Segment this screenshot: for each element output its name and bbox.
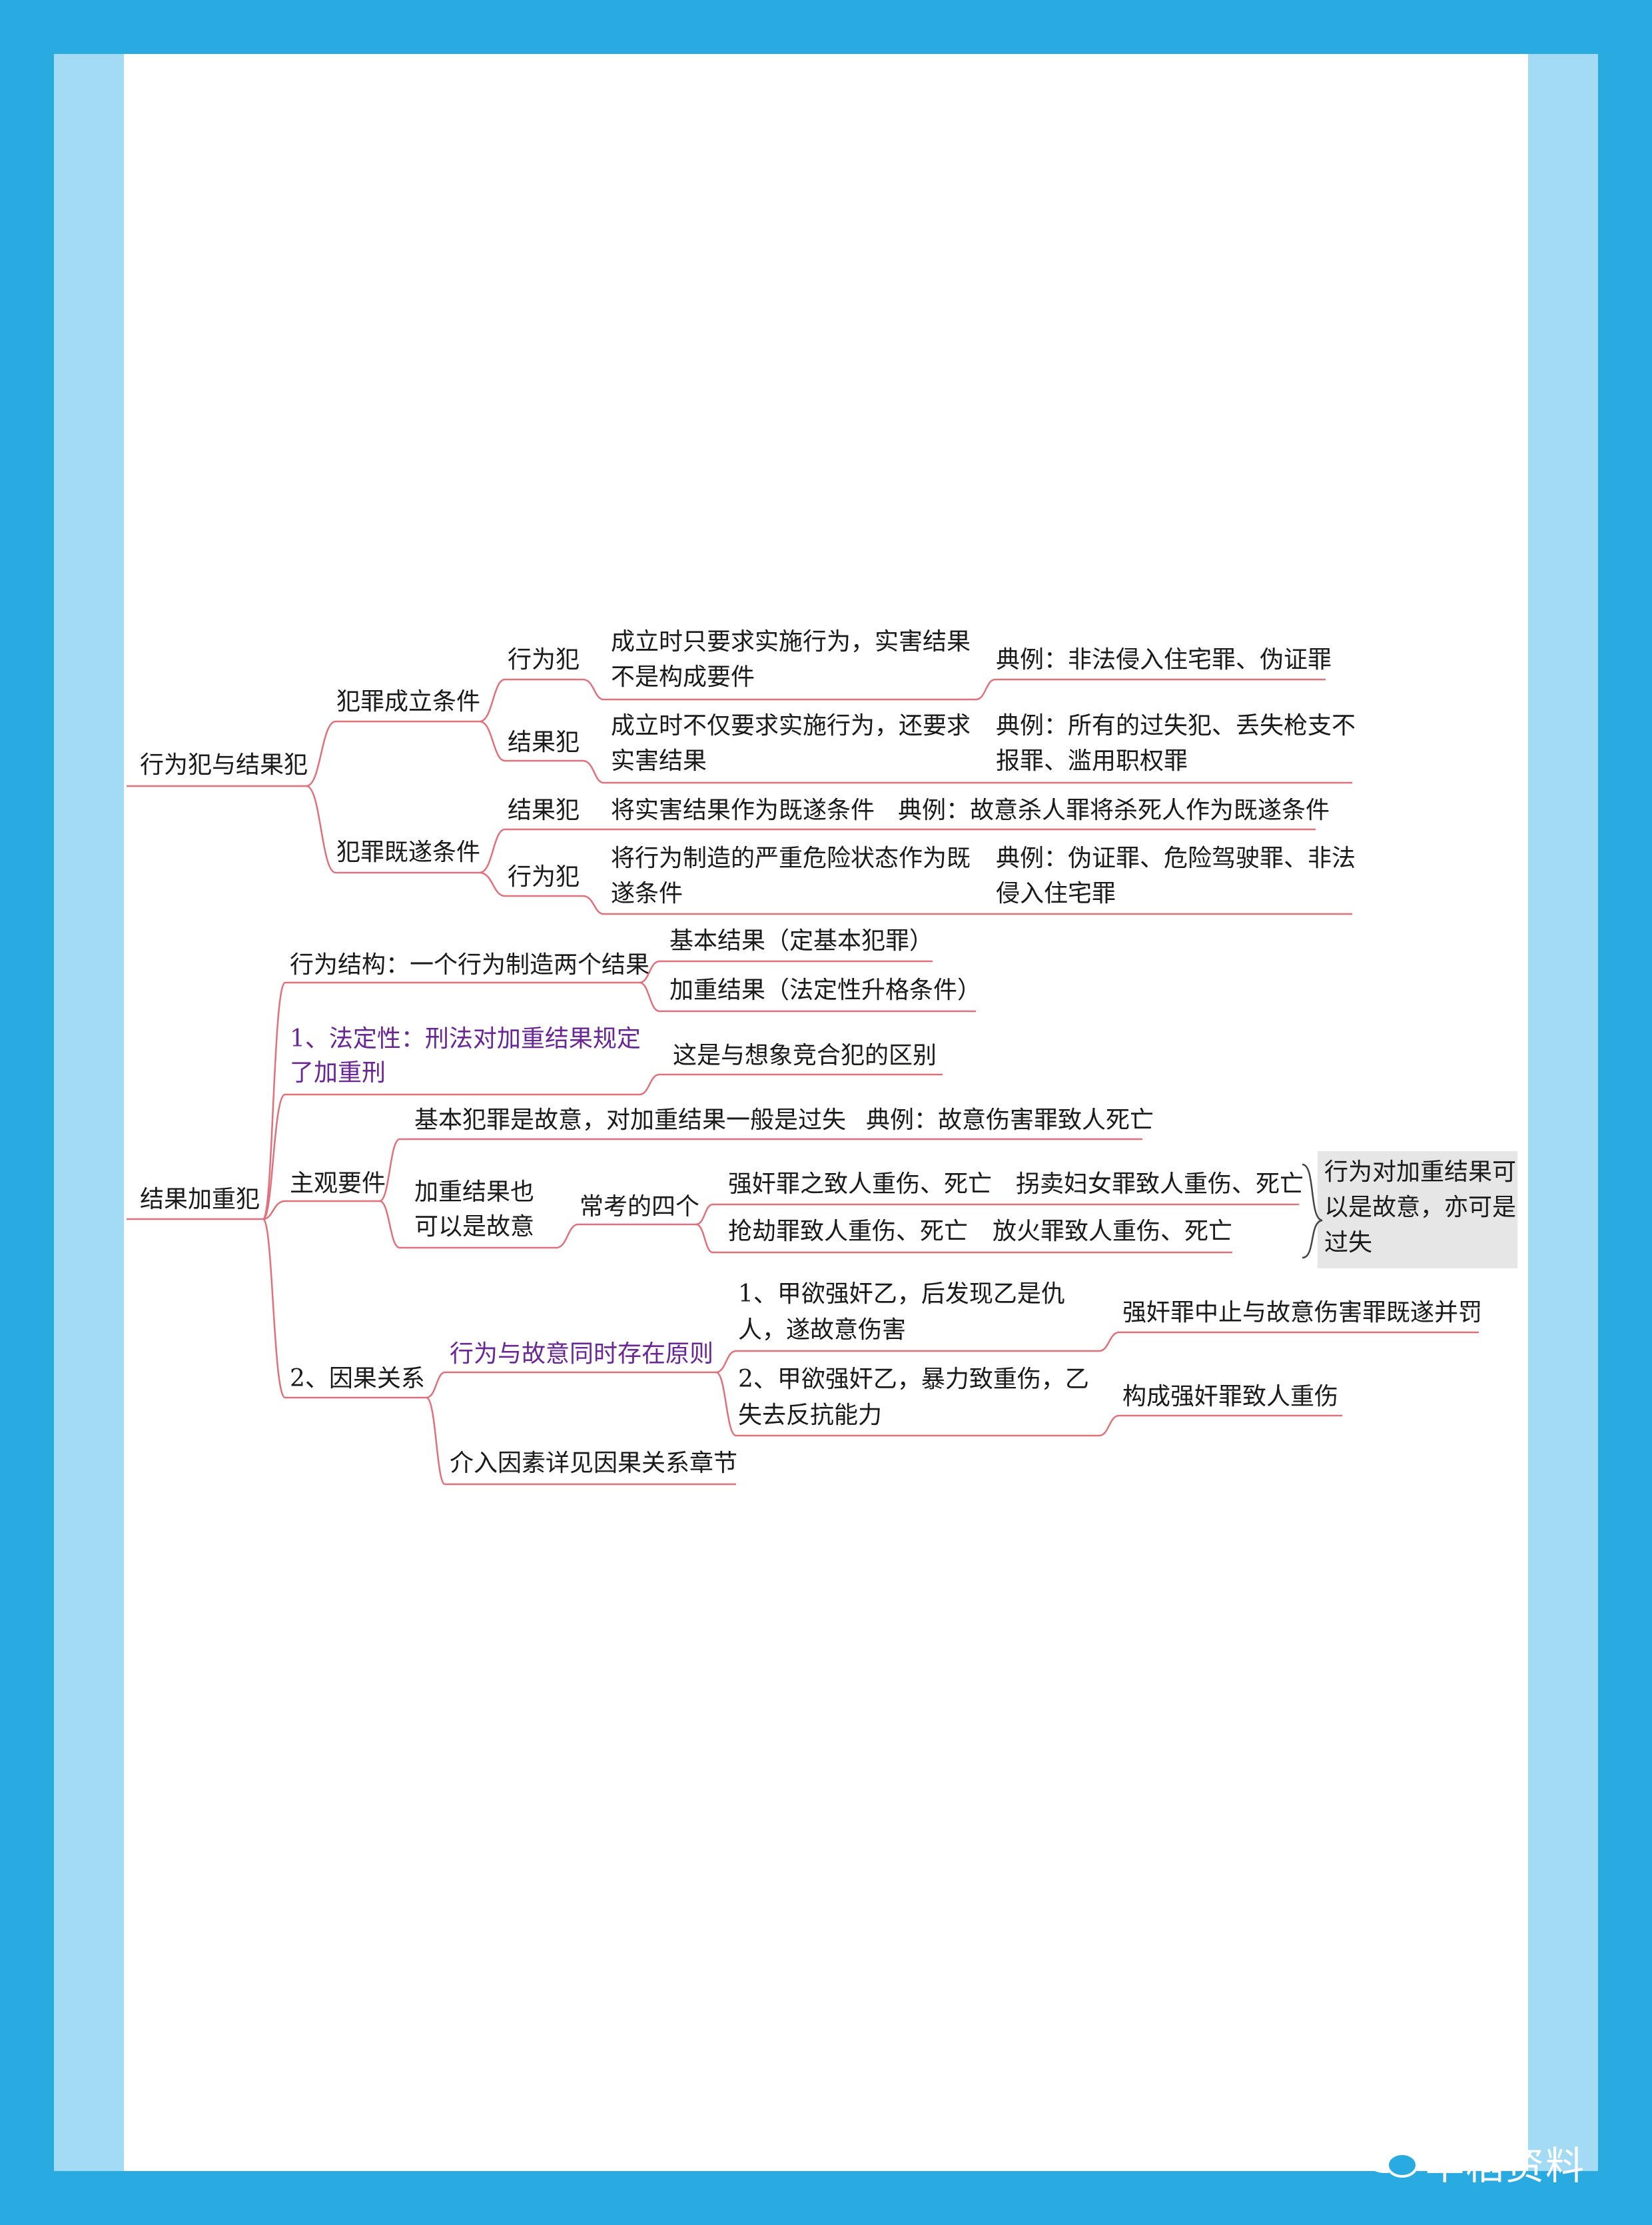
node-four-item: 放火罪致人重伤、死亡	[993, 1218, 1233, 1245]
connector	[306, 785, 480, 874]
connector	[582, 678, 976, 701]
connector	[695, 1223, 1232, 1254]
node-case-result: 构成强奸罪致人重伤	[1122, 1383, 1339, 1410]
node-four-item: 强奸罪之致人重伤、死亡	[728, 1170, 993, 1198]
node-legality: 了加重刑	[290, 1059, 386, 1087]
wechat-icon	[1365, 2142, 1418, 2178]
node-a2-result-example: 典例：故意杀人罪将杀死人作为既遂条件	[898, 797, 1330, 824]
node-a1-behavior-example: 典例：非法侵入住宅罪、伪证罪	[996, 646, 1332, 673]
node-subjective: 主观要件	[290, 1170, 386, 1197]
node-subjective-intent: 加重结果也	[414, 1178, 535, 1206]
watermark-text: 早稻资料	[1426, 2143, 1586, 2188]
connector	[426, 1371, 716, 1399]
node-a1-result-example: 典例：所有的过失犯、丢失枪支不	[996, 712, 1356, 739]
connector	[306, 720, 480, 787]
node-case: 2、甲欲强奸乙，暴力致重伤，乙	[738, 1366, 1089, 1393]
connector	[639, 981, 976, 1013]
node-a2-result-desc: 将实害结果作为既遂条件	[611, 797, 875, 824]
node-a2-result: 结果犯	[508, 797, 580, 824]
node-a1-result-desc: 实害结果	[611, 747, 707, 775]
connector	[975, 678, 1326, 701]
connector	[582, 759, 976, 784]
connector	[379, 1138, 1142, 1202]
note-text: 以是故意，亦可是	[1324, 1194, 1517, 1221]
node-root-behavior-result: 行为犯与结果犯	[140, 751, 308, 779]
node-a2-behavior-desc: 遂条件	[611, 880, 683, 907]
node-subjective-intent: 可以是故意	[414, 1213, 535, 1240]
node-four-item: 抢劫罪致人重伤、死亡	[728, 1218, 969, 1245]
node-a2-behavior-example: 典例：伪证罪、危险驾驶罪、非法	[996, 845, 1356, 872]
connector	[582, 895, 976, 915]
node-basic-result: 基本结果（定基本犯罪）	[669, 927, 934, 955]
node-a2-behavior: 行为犯	[508, 863, 580, 891]
node-a2-behavior-example: 侵入住宅罪	[996, 880, 1116, 907]
brace	[1302, 1163, 1323, 1259]
node-a1-behavior-desc: 成立时只要求实施行为，实害结果	[611, 628, 971, 656]
node-causality: 2、因果关系	[290, 1365, 425, 1392]
node-aggravated-result: 加重结果（法定性升格条件）	[669, 977, 982, 1004]
node-establish-condition: 犯罪成立条件	[336, 688, 481, 715]
connector	[695, 1203, 1299, 1226]
node-a1-result-desc: 成立时不仅要求实施行为，还要求	[611, 712, 971, 739]
node-a1-behavior-desc: 不是构成要件	[611, 664, 755, 691]
node-coexistence-principle: 行为与故意同时存在原则	[450, 1340, 714, 1368]
node-case: 人，遂故意伤害	[738, 1316, 907, 1344]
connector	[715, 1371, 1099, 1437]
connector	[262, 981, 639, 1220]
node-a1-behavior: 行为犯	[508, 646, 580, 673]
connector	[426, 1396, 736, 1486]
note-text: 行为对加重结果可	[1324, 1158, 1517, 1186]
connector	[479, 720, 583, 762]
node-completion-condition: 犯罪既遂条件	[336, 839, 481, 866]
connector	[479, 828, 583, 874]
connector	[262, 1093, 639, 1220]
connector	[479, 871, 583, 897]
node-legality: 1、法定性：刑法对加重结果规定	[290, 1025, 641, 1053]
connector	[639, 960, 933, 984]
connector	[379, 1200, 556, 1249]
node-structure: 行为结构：一个行为制造两个结果	[290, 951, 650, 979]
node-common-four: 常考的四个	[580, 1193, 700, 1220]
node-case-result: 强奸罪中止与故意伤害罪既遂并罚	[1122, 1299, 1483, 1326]
connector	[262, 1200, 380, 1220]
connector	[715, 1350, 1099, 1374]
connector	[479, 678, 583, 723]
node-intervening-factor: 介入因素详见因果关系章节	[450, 1450, 738, 1477]
node-legality-note: 这是与想象竞合犯的区别	[673, 1042, 937, 1069]
node-case: 失去反抗能力	[738, 1402, 883, 1429]
node-case: 1、甲欲强奸乙，后发现乙是仇	[738, 1280, 1065, 1308]
connector	[639, 1073, 943, 1096]
connector	[1098, 1331, 1479, 1352]
node-subjective-basic: 基本犯罪是故意，对加重结果一般是过失	[414, 1107, 847, 1134]
connector	[262, 1218, 426, 1399]
node-a1-result-example: 报罪、滥用职权罪	[996, 747, 1188, 775]
node-a2-behavior-desc: 将行为制造的严重危险状态作为既	[611, 845, 971, 872]
connector	[556, 1223, 696, 1249]
node-a1-result: 结果犯	[508, 729, 580, 756]
node-four-item: 拐卖妇女罪致人重伤、死亡	[1016, 1170, 1304, 1198]
note-box	[1318, 1151, 1517, 1268]
node-root-aggravated: 结果加重犯	[140, 1186, 260, 1213]
node-subjective-basic-example: 典例：故意伤害罪致人死亡	[866, 1107, 1154, 1134]
page-canvas	[124, 54, 1528, 2171]
note-text: 过失	[1324, 1229, 1373, 1256]
connector	[1098, 1414, 1342, 1437]
